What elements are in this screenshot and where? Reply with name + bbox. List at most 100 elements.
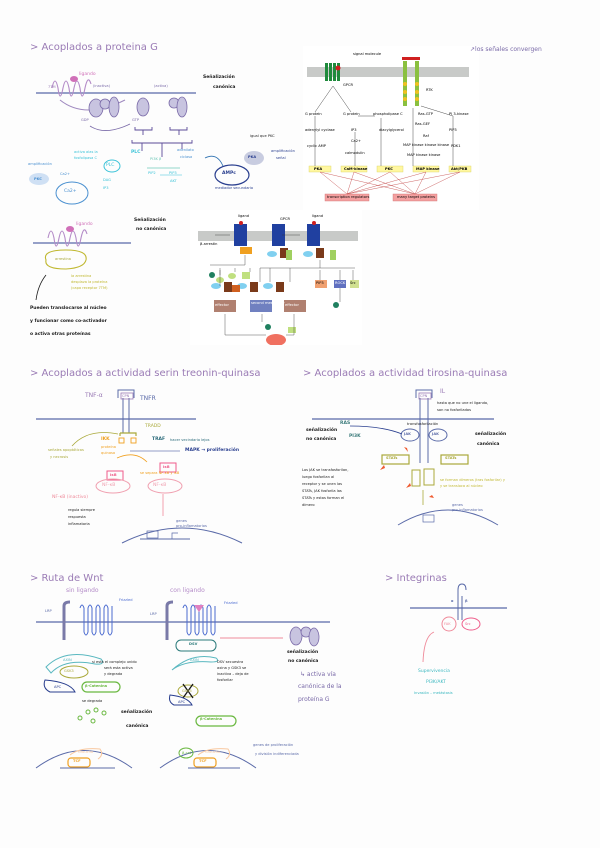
fig1-camp: cyclic AMP [307, 144, 326, 148]
plc-label: PLC [131, 150, 141, 155]
g-alpha-active [136, 97, 150, 117]
side-note-l6: dímero [302, 503, 315, 507]
apc-label: APC [54, 685, 62, 689]
ikk-l1: IKK [101, 437, 110, 442]
alpha-label: α [451, 599, 454, 603]
ip3-label: IP3 [103, 186, 109, 190]
tyr-genes-l2: pro-inflamatorios [452, 508, 483, 512]
complex-note-l3: y degrada [104, 672, 123, 676]
canonical-l2: canónica [213, 85, 236, 90]
bcat-label-2: β-Catenina [200, 717, 223, 721]
pka-label: PKA [248, 155, 257, 159]
frizzled-label-2: Frizzled [224, 601, 238, 605]
tnfr-label: TNFR [140, 395, 156, 402]
fig1-out1: transcription regulators [327, 195, 370, 199]
pkc-note: amplificación [28, 162, 52, 166]
il-label: IL [440, 388, 446, 395]
adenylate-l2: ciclasa [180, 155, 193, 159]
release-note: se separa NF-κB y IκB [140, 471, 180, 475]
reg-l3: inflamatoria [68, 522, 90, 526]
fig1-cam: calmodulin [345, 151, 365, 155]
dsv-note-l1: DSV secuestra [217, 660, 244, 664]
akt-label: AKT [170, 179, 177, 183]
fig1-camk: CaM-kinase [344, 167, 368, 171]
tyr-pi3k-label: PI3K [349, 434, 361, 439]
nfkb-label: NF-κB [102, 483, 116, 488]
side-note-l2: luego fosforilan al [302, 475, 335, 479]
fig1-mapk: MAP kinase [416, 167, 440, 171]
tyr-note-l2: son no fosforilados [437, 408, 471, 412]
dsv-note-l3: inactiva – deja de [217, 672, 249, 676]
heading-tyrosine: > Acoplados a actividad tirosina-quinasa [303, 368, 508, 379]
active-label: (activa) [154, 84, 168, 88]
fig2-box1: effector [215, 303, 229, 307]
mapk-label: MAPK → proliferación [185, 448, 240, 453]
fig1-pka: PKA [314, 167, 323, 171]
wnt-canonical-l1: señalización [121, 710, 153, 715]
apoptosis-l2: y necrosis [50, 455, 69, 459]
fig2-gpcr: GPCR [280, 217, 290, 221]
tradd-label: TRADD [145, 424, 161, 429]
arrestin-note-l2: desplaza la proteína [71, 280, 108, 284]
jak-label-2: JAK [432, 432, 439, 436]
gprot-note-l2: canónica de la [298, 683, 342, 690]
side-note-l1: Los JAK se transfosforilan, [302, 468, 349, 472]
arrestin-shape [44, 249, 87, 270]
wnt-noncanon-l1: señalización [287, 650, 319, 655]
pka-out-l1: amplificación [271, 149, 295, 153]
calcium-small-label: Ca2+ [60, 172, 71, 176]
fig1-mapkk: MAP kinase kinase [407, 153, 441, 157]
fig1-pip3: PIP3 [449, 128, 457, 132]
dsv-note-l2: axina y GSK3 se [217, 666, 247, 670]
fig1-ac: adenylyl cyclase [305, 128, 335, 132]
survival-label: Supervivencia [418, 669, 450, 674]
traf-label: TRAF [152, 437, 166, 442]
frizzled-no-ligand [79, 604, 113, 636]
reg-l1: regula siempre [68, 508, 95, 512]
arrestin-note-l3: (capa receptor 7TM) [71, 286, 108, 290]
pathway-label: PI3K/AKT [426, 680, 446, 685]
ikb-label: IκB [110, 473, 117, 477]
stat-label: STATs [386, 456, 398, 460]
complex-note-l2: será esta activa [104, 666, 133, 670]
jak-label: JAK [404, 432, 411, 436]
dag-label: DAG [103, 178, 111, 182]
tyr-canon-l2: canónica [477, 442, 500, 447]
invasion-label: Invasión – metástasis [414, 691, 453, 695]
pi3k-label: PI3K β [150, 157, 162, 161]
side-note-l3: receptor y se unen las [302, 482, 343, 486]
fig2-rock: ROCK [335, 281, 346, 285]
fig1-plc: phospholipase C [373, 112, 403, 116]
heading-serine: > Acoplados a actividad serin treonin-qu… [30, 368, 261, 379]
wnt-genes-l1: genes de proliferación [253, 743, 294, 747]
fig1-ras: Ras-GTP [418, 112, 433, 116]
bcat-small-label: β-cat [182, 751, 192, 755]
adenylate-l1: adenilato [177, 148, 194, 152]
ligand-label: ligando [79, 72, 96, 77]
axin-label: AXIN [63, 658, 72, 662]
ligand-label-2: ligando [76, 222, 93, 227]
dsv-note-l4: fosforilar [217, 678, 233, 682]
nfkb-inactive: NF-κB (inactivo) [52, 495, 89, 500]
pip2-label: PIP2 [148, 171, 156, 175]
tyr-note-l1: hasta que no une el ligando, [437, 401, 489, 405]
pka-note: igual que PKC [250, 134, 275, 138]
bcat-label: β-Catenina [85, 684, 108, 688]
fig1-out2: many target proteins [397, 195, 435, 199]
stat-label-2: STATs [445, 456, 457, 460]
plc-note-l1: activa alas la [74, 150, 98, 154]
with-ligand-label: con ligando [170, 587, 205, 594]
reg-l2: respuesta [68, 515, 86, 519]
fig1-gs1: G protein [305, 112, 322, 116]
noncanonical-title-l2: no canónica [136, 227, 167, 232]
gsk3-label-2: GSK3 [182, 689, 192, 693]
side-note-l5: STATs y estas forman el [302, 496, 345, 500]
wnt-noncanon-l2: no canónica [288, 659, 319, 664]
apoptosis-l1: señales apoptóticas [48, 448, 84, 452]
wnt-genes-l2: y división indiferenciada [255, 752, 299, 756]
complex-note-l1: si está el complejo unido [92, 660, 137, 664]
degraded-label: se degrada [82, 699, 103, 703]
figure-receptor-map: ligand GPCR ligand β-arrestin effector s… [190, 210, 362, 345]
ligand-box-label: CPN [122, 394, 130, 398]
